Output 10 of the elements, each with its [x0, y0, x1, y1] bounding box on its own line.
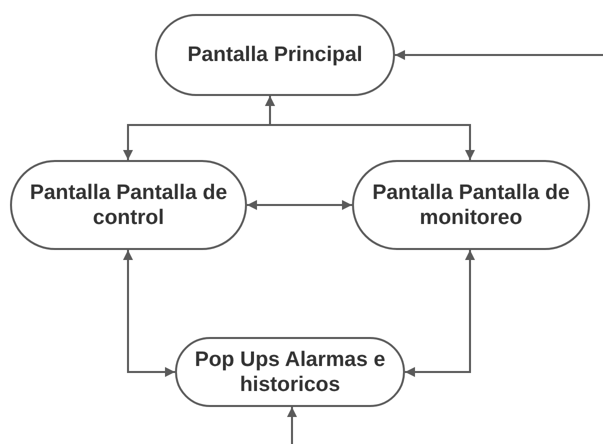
arrow: [395, 50, 603, 60]
arrow: [123, 250, 175, 377]
arrow: [287, 407, 297, 444]
node-label: Pantalla Pantalla de monitoreo: [371, 180, 571, 230]
arrow: [405, 250, 475, 377]
node-label: Pop Ups Alarmas e historicos: [194, 346, 386, 398]
node-label: Pantalla Principal: [187, 42, 363, 68]
arrow: [247, 200, 352, 210]
node-label: Pantalla Pantalla de control: [28, 180, 228, 230]
arrow: [265, 96, 475, 160]
